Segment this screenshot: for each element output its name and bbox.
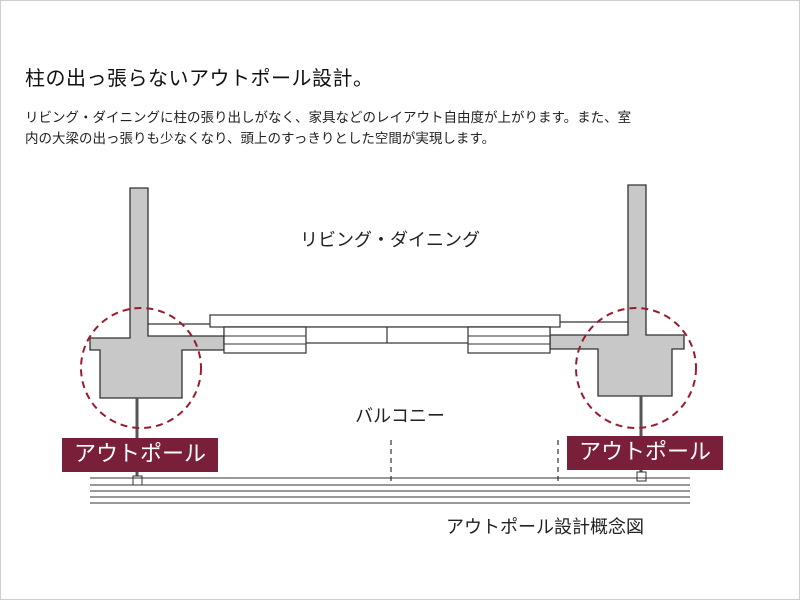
diagram-caption: アウトポール設計概念図 [446,517,644,538]
page-title: 柱の出っ張らないアウトポール設計。 [25,66,374,90]
window-frame [209,314,561,328]
left-outpole-highlight-circle [80,307,202,429]
sash-right [467,326,551,354]
outpole-tag-left: アウトポール [62,438,218,472]
description: リビング・ダイニングに柱の張り出しがなく、家具などのレイアウト自由度が上がります… [25,108,631,150]
outpole-tag-right: アウトポール [567,436,723,470]
right-outpole-highlight-circle [575,307,697,429]
description-line-1: リビング・ダイニングに柱の張り出しがなく、家具などのレイアウト自由度が上がります… [25,110,632,126]
right-support-foot [636,471,647,482]
balcony-label: バルコニー [355,406,445,427]
right-column-structure [549,184,685,397]
sash-left [223,326,307,354]
description-line-2: 内の大梁の出っ張りも少なくなり、頭上のすっきりとした空間が実現します。 [25,131,496,147]
living-dining-label: リビング・ダイニング [300,230,480,251]
left-column-structure [89,187,225,399]
left-support-foot [132,475,143,486]
